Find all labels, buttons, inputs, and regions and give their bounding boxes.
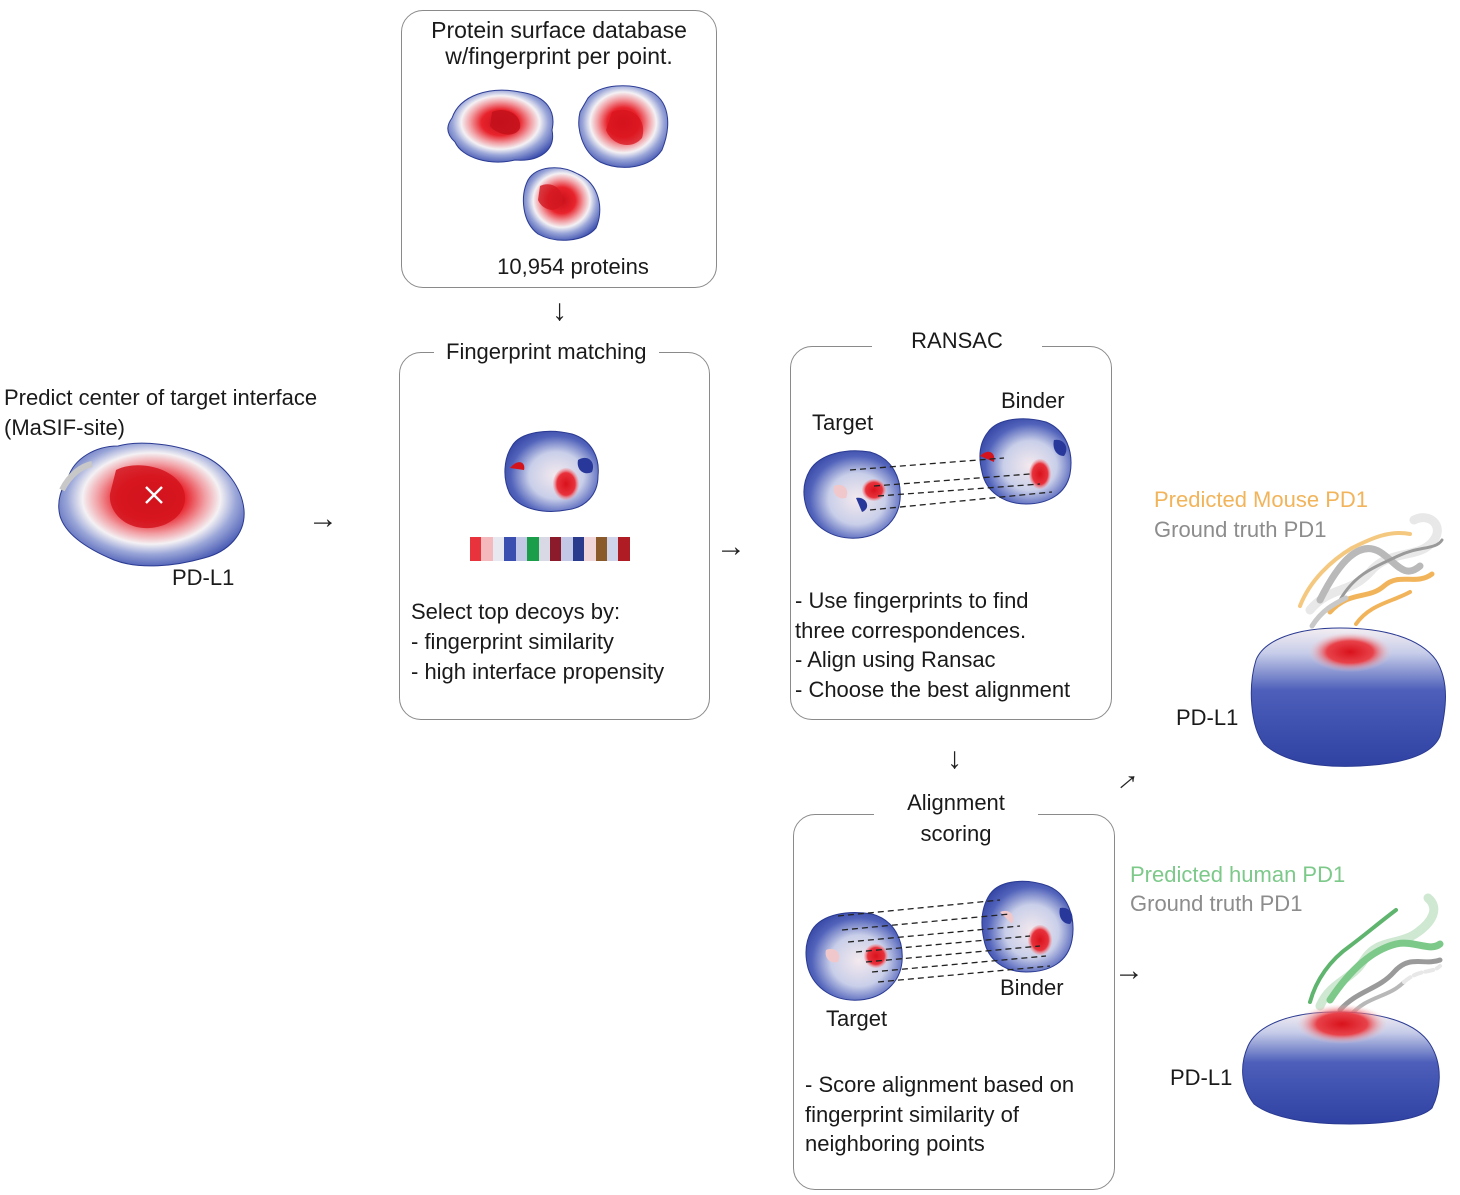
database-title-line2: w/fingerprint per point. [445, 43, 673, 69]
fingerprint-cell [561, 537, 573, 561]
decoy-surface [504, 430, 599, 512]
pdl1-label: PD-L1 [172, 565, 235, 590]
database-protein-1 [447, 89, 554, 163]
scoring-target-surface [805, 912, 903, 1001]
target-site-label-line2: (MaSIF-site) [4, 415, 125, 440]
database-title-line1: Protein surface database [431, 17, 687, 43]
mouse-pdl1-surface [1250, 627, 1446, 767]
scoring-desc-line3: neighboring points [805, 1131, 985, 1156]
arrow-down-to-scoring: ↓ [947, 742, 962, 775]
fingerprint-cell [527, 537, 539, 561]
matching-desc-line1: Select top decoys by: [411, 599, 621, 624]
ransac-desc-line2: three correspondences. [795, 618, 1027, 643]
fingerprint-cell [504, 537, 516, 561]
matching-desc-line2: - fingerprint similarity [411, 629, 614, 654]
ransac-desc-line3: - Align using Ransac [795, 647, 996, 672]
fingerprint-cell [607, 537, 619, 561]
scoring-target-label: Target [826, 1006, 888, 1031]
fingerprint-cell [618, 537, 630, 561]
fingerprint-cell [515, 537, 528, 561]
mouse-pdl1-label: PD-L1 [1176, 705, 1239, 730]
database-protein-2 [578, 85, 669, 168]
scoring-binder-surface [981, 880, 1074, 973]
arrow-to-human-result: → [1114, 954, 1144, 987]
ransac-target-label: Target [812, 410, 874, 435]
fingerprint-cell [549, 537, 562, 561]
scoring-binder-label: Binder [1000, 975, 1064, 1000]
scoring-desc-line2: fingerprint similarity of [805, 1102, 1019, 1127]
ground-truth-pd1-label-2: Ground truth PD1 [1130, 891, 1303, 916]
fingerprint-cell [572, 537, 585, 561]
ransac-binder-label: Binder [1001, 388, 1065, 413]
fingerprint-cell [538, 537, 550, 561]
scoring-desc-line1: - Score alignment based on [805, 1072, 1075, 1097]
fingerprint-cell [584, 537, 596, 561]
arrow-to-ransac: → [716, 530, 746, 563]
database-count: 10,954 proteins [497, 254, 649, 279]
fingerprint-cell [470, 537, 482, 561]
interface-center-x-icon [145, 486, 163, 504]
pdl1-site-surface [58, 442, 245, 567]
arrow-to-matching: → [308, 502, 338, 535]
mouse-pd1-ribbon [1298, 513, 1444, 629]
ransac-title: RANSAC [872, 327, 1042, 355]
target-site-label-line1: Predict center of target interface [4, 385, 318, 410]
fingerprint-cell [595, 537, 608, 561]
arrow-down-to-matching: ↓ [552, 294, 567, 327]
database-protein-3 [522, 167, 601, 241]
human-pdl1-surface [1242, 1004, 1440, 1125]
scoring-correspondence-lines [837, 899, 1051, 983]
predicted-mouse-pd1-label: Predicted Mouse PD1 [1154, 487, 1368, 512]
ransac-desc-line1: - Use fingerprints to find [795, 588, 1029, 613]
fingerprint-bar [470, 537, 630, 561]
human-pdl1-label: PD-L1 [1170, 1065, 1233, 1090]
predicted-human-pd1-label: Predicted human PD1 [1130, 862, 1346, 887]
ground-truth-pd1-label-1: Ground truth PD1 [1154, 517, 1327, 542]
fingerprint-matching-title: Fingerprint matching [434, 338, 659, 366]
fingerprint-cell [481, 537, 493, 561]
ransac-correspondence-lines [849, 457, 1053, 511]
human-pd1-ribbon [1308, 893, 1444, 1018]
ransac-desc-line4: - Choose the best alignment [795, 677, 1071, 702]
matching-desc-line3: - high interface propensity [411, 659, 665, 684]
ransac-binder-surface [979, 418, 1072, 505]
alignment-scoring-title-line1: Alignment [874, 789, 1038, 817]
database-box [401, 10, 717, 288]
fingerprint-cell [492, 537, 505, 561]
alignment-scoring-title-line2: scoring [874, 820, 1038, 848]
